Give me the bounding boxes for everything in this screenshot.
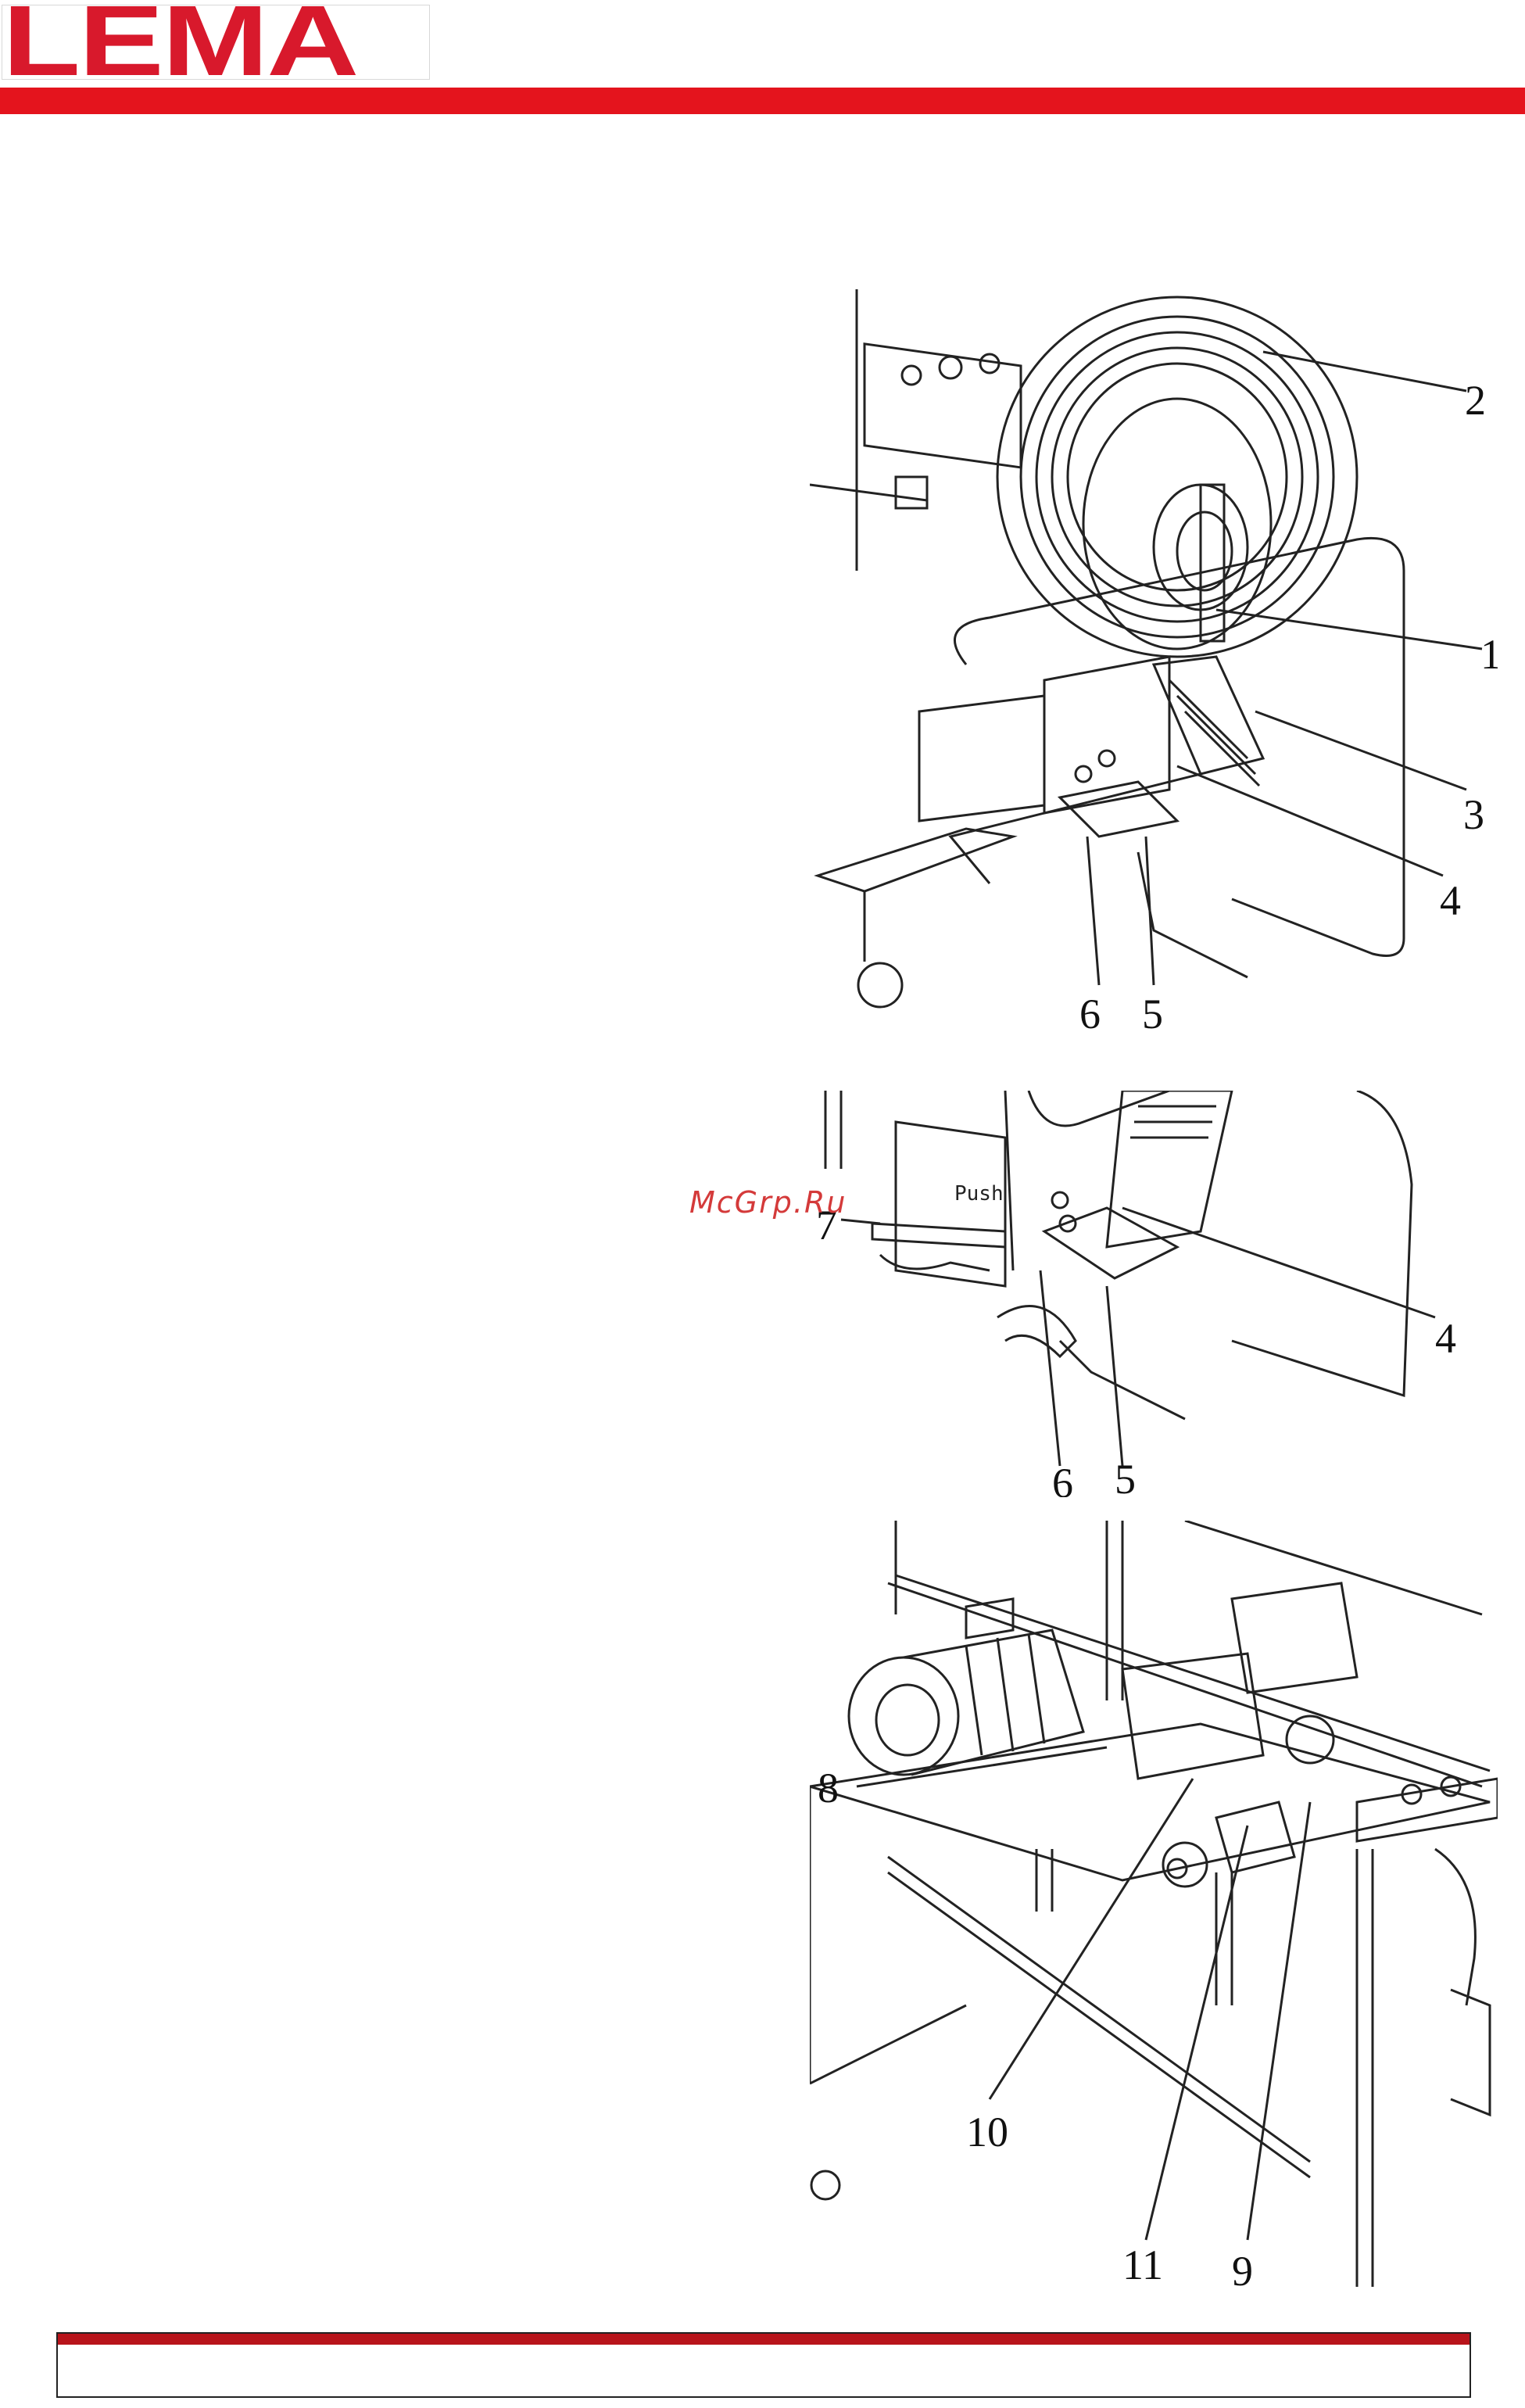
callout-9: 9: [1232, 2248, 1253, 2287]
push-detail-drawing: Push 7 4 6 5: [810, 1091, 1498, 1497]
callout-5b: 5: [1115, 1456, 1136, 1497]
reel-dispenser-drawing: 2 1 3 4 6 5: [810, 289, 1498, 1040]
callout-2: 2: [1465, 377, 1486, 424]
callout-6b: 6: [1052, 1460, 1073, 1497]
figure-reel-dispenser: 2 1 3 4 6 5: [810, 289, 1498, 1040]
callout-10: 10: [966, 2109, 1008, 2155]
callout-3: 3: [1463, 791, 1484, 838]
callout-5: 5: [1142, 991, 1163, 1037]
figure-motor-assembly: 8 10 11 9: [810, 1521, 1498, 2287]
footer-frame: [56, 2332, 1471, 2398]
motor-assembly-drawing: 8 10 11 9: [810, 1521, 1498, 2287]
header-red-bar: [0, 88, 1525, 114]
callout-4b: 4: [1435, 1315, 1456, 1362]
callout-8: 8: [818, 1765, 839, 1811]
lema-logo: LEMA: [2, 5, 430, 80]
watermark: McGrp.Ru: [689, 1185, 847, 1220]
callout-4: 4: [1440, 877, 1461, 924]
logo-text: LEMA: [2, 5, 430, 80]
push-label: Push: [954, 1182, 1004, 1206]
figure-push-detail: Push 7 4 6 5: [810, 1091, 1498, 1497]
callout-11: 11: [1122, 2241, 1163, 2287]
callout-6: 6: [1079, 991, 1101, 1037]
callout-1: 1: [1480, 631, 1498, 678]
footer-red-bar: [58, 2334, 1470, 2345]
